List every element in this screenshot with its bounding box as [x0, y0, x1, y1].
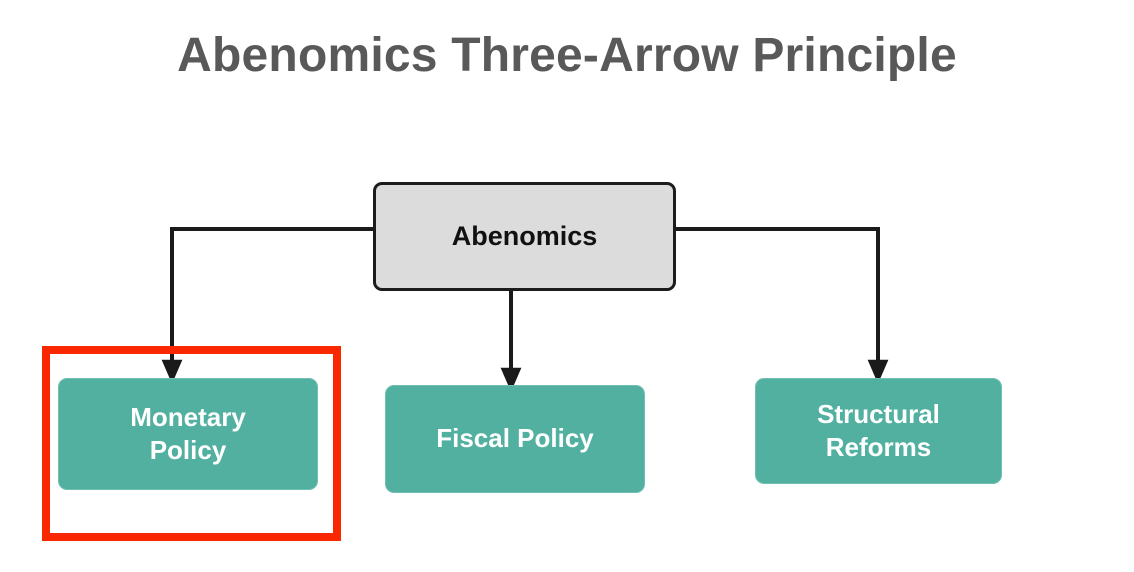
node-monetary-policy-label: Monetary Policy [130, 401, 246, 468]
node-fiscal-policy-label: Fiscal Policy [436, 423, 594, 454]
connector-root-to-structural [676, 227, 889, 384]
node-monetary-policy[interactable]: Monetary Policy [58, 378, 318, 490]
connector-root-to-monetary [161, 227, 373, 384]
node-fiscal-policy[interactable]: Fiscal Policy [385, 385, 645, 493]
node-monetary-policy-line2: Policy [149, 435, 227, 465]
node-structural-reforms-line1: Structural [817, 398, 940, 429]
node-structural-reforms-line2: Reforms [825, 432, 932, 462]
node-structural-reforms[interactable]: Structural Reforms [755, 378, 1002, 484]
node-structural-reforms-label: Structural Reforms [817, 398, 940, 465]
page-title: Abenomics Three-Arrow Principle [177, 29, 957, 82]
node-abenomics-label: Abenomics [451, 221, 598, 252]
node-monetary-policy-line1: Monetary [130, 401, 246, 432]
node-abenomics[interactable]: Abenomics [373, 182, 676, 291]
